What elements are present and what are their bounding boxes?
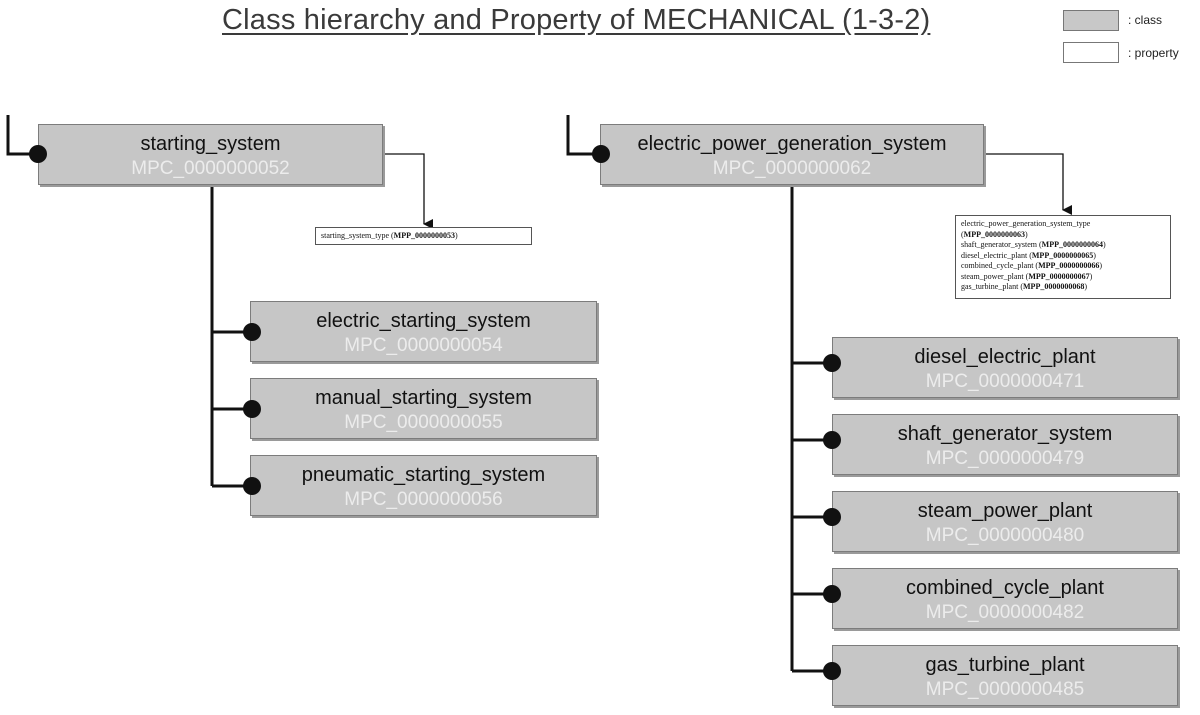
- connector-dot: [29, 145, 47, 163]
- connector-dot: [823, 508, 841, 526]
- connector-dot: [243, 477, 261, 495]
- property-item: gas_turbine_plant (MPP_0000000068): [961, 282, 1087, 291]
- connector-dot: [823, 354, 841, 372]
- legend-property-label: : property: [1128, 46, 1179, 60]
- class-name: starting_system: [140, 133, 281, 155]
- property-item: diesel_electric_plant (MPP_0000000065): [961, 250, 1096, 260]
- right-root-stub: [566, 115, 600, 156]
- class-id: MPC_0000000062: [712, 158, 872, 179]
- connector-dot: [243, 400, 261, 418]
- connector-dot: [823, 662, 841, 680]
- connector-dot: [592, 145, 610, 163]
- legend-class-label: : class: [1128, 13, 1163, 27]
- class-name: manual_starting_system: [315, 387, 532, 409]
- property-item: shaft_generator_system (MPP_0000000064): [961, 240, 1106, 249]
- class-pneumatic-starting-system[interactable]: pneumatic_starting_system MPC_0000000056: [250, 455, 597, 516]
- class-name: electric_starting_system: [316, 310, 531, 332]
- property-item-id: (MPP_0000000063): [961, 229, 1028, 239]
- connector-dot: [243, 323, 261, 341]
- class-name: combined_cycle_plant: [906, 577, 1104, 599]
- legend-class-swatch: [1063, 10, 1119, 31]
- connector-dot: [823, 431, 841, 449]
- left-root-stub: [6, 115, 38, 156]
- property-item: steam_power_plant (MPP_0000000067): [961, 271, 1093, 281]
- class-id: MPC_0000000056: [344, 489, 503, 510]
- class-electric-power-generation-system[interactable]: electric_power_generation_system MPC_000…: [600, 124, 984, 185]
- class-id: MPC_0000000471: [925, 371, 1085, 392]
- legend-property-swatch: [1063, 42, 1119, 63]
- connector-dot: [823, 585, 841, 603]
- class-name: electric_power_generation_system: [637, 133, 947, 155]
- class-id: MPC_0000000482: [925, 602, 1085, 623]
- class-name: gas_turbine_plant: [925, 654, 1085, 676]
- class-steam-power-plant[interactable]: steam_power_plant MPC_0000000480: [832, 491, 1178, 552]
- class-name: diesel_electric_plant: [914, 346, 1096, 368]
- class-diesel-electric-plant[interactable]: diesel_electric_plant MPC_0000000471: [832, 337, 1178, 398]
- diagram-title: Class hierarchy and Property of MECHANIC…: [222, 4, 931, 36]
- class-shaft-generator-system[interactable]: shaft_generator_system MPC_0000000479: [832, 414, 1178, 475]
- class-id: MPC_0000000054: [344, 335, 503, 356]
- class-name: shaft_generator_system: [897, 423, 1113, 445]
- class-starting-system[interactable]: starting_system MPC_0000000052: [38, 124, 383, 185]
- class-combined-cycle-plant[interactable]: combined_cycle_plant MPC_0000000482: [832, 568, 1178, 629]
- right-property-arrow: [984, 153, 1072, 215]
- class-id: MPC_0000000055: [344, 412, 503, 433]
- class-id: MPC_0000000485: [925, 679, 1085, 700]
- class-electric-starting-system[interactable]: electric_starting_system MPC_0000000054: [250, 301, 597, 362]
- class-id: MPC_0000000052: [131, 158, 290, 179]
- property-item: electric_power_generation_system_type: [961, 219, 1091, 228]
- class-id: MPC_0000000479: [925, 448, 1085, 469]
- property-item: combined_cycle_plant (MPP_0000000066): [961, 261, 1103, 270]
- class-manual-starting-system[interactable]: manual_starting_system MPC_0000000055: [250, 378, 597, 439]
- left-property-arrow: [383, 153, 433, 229]
- class-gas-turbine-plant[interactable]: gas_turbine_plant MPC_0000000485: [832, 645, 1178, 706]
- class-name: pneumatic_starting_system: [301, 464, 546, 486]
- class-id: MPC_0000000480: [925, 525, 1085, 546]
- property-box-starting-system: starting_system_type (MPP_0000000053): [315, 227, 532, 245]
- property-item: starting_system_type (MPP_0000000053): [321, 231, 458, 240]
- property-box-electric-power-generation-system: electric_power_generation_system_type (M…: [955, 215, 1171, 299]
- class-name: steam_power_plant: [917, 500, 1093, 522]
